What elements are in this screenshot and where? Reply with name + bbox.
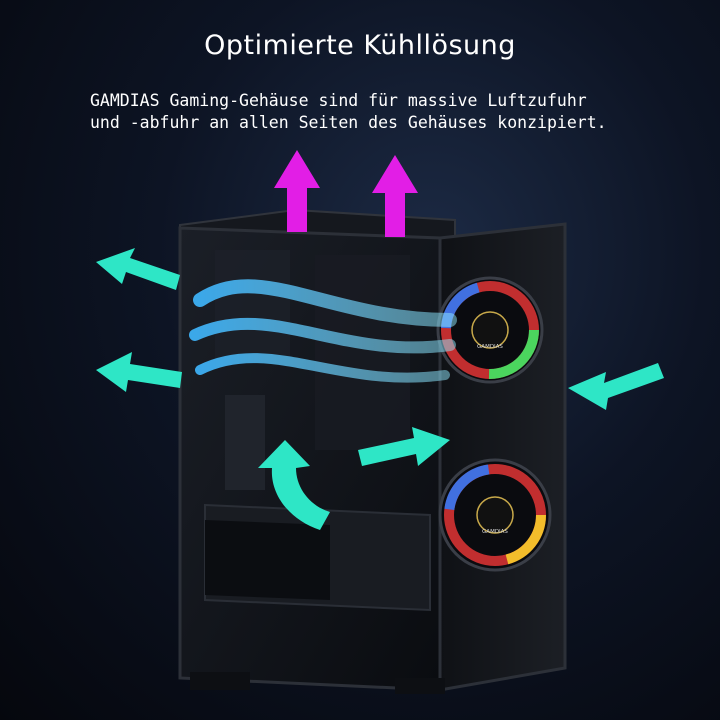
top-exhaust-arrows [274,150,418,237]
fan-logo-text: GAMDIAS [482,529,508,535]
airflow-arrows [96,248,664,530]
description-line-2: und -abfuhr an allen Seiten des Gehäuses… [90,113,607,132]
arrow-left-icon [568,363,664,410]
arrow-up-icon [372,155,418,237]
arrow-left-icon [96,352,182,392]
arrow-up-icon [274,150,320,232]
page-title: Optimierte Kühllösung [204,30,516,61]
airflow-swirl [189,279,457,383]
description-line-1: GAMDIAS Gaming-Gehäuse sind für massive … [90,91,587,110]
front-fan-bottom: GAMDIAS [438,458,552,572]
curved-arrow-icon [258,440,330,530]
arrow-right-icon [358,427,450,466]
description-text: GAMDIAS Gaming-Gehäuse sind für massive … [90,90,720,134]
arrow-left-icon [96,248,180,290]
front-fan-top: GAMDIAS [436,276,544,384]
fan-logo-text: GAMDIAS [477,344,503,350]
